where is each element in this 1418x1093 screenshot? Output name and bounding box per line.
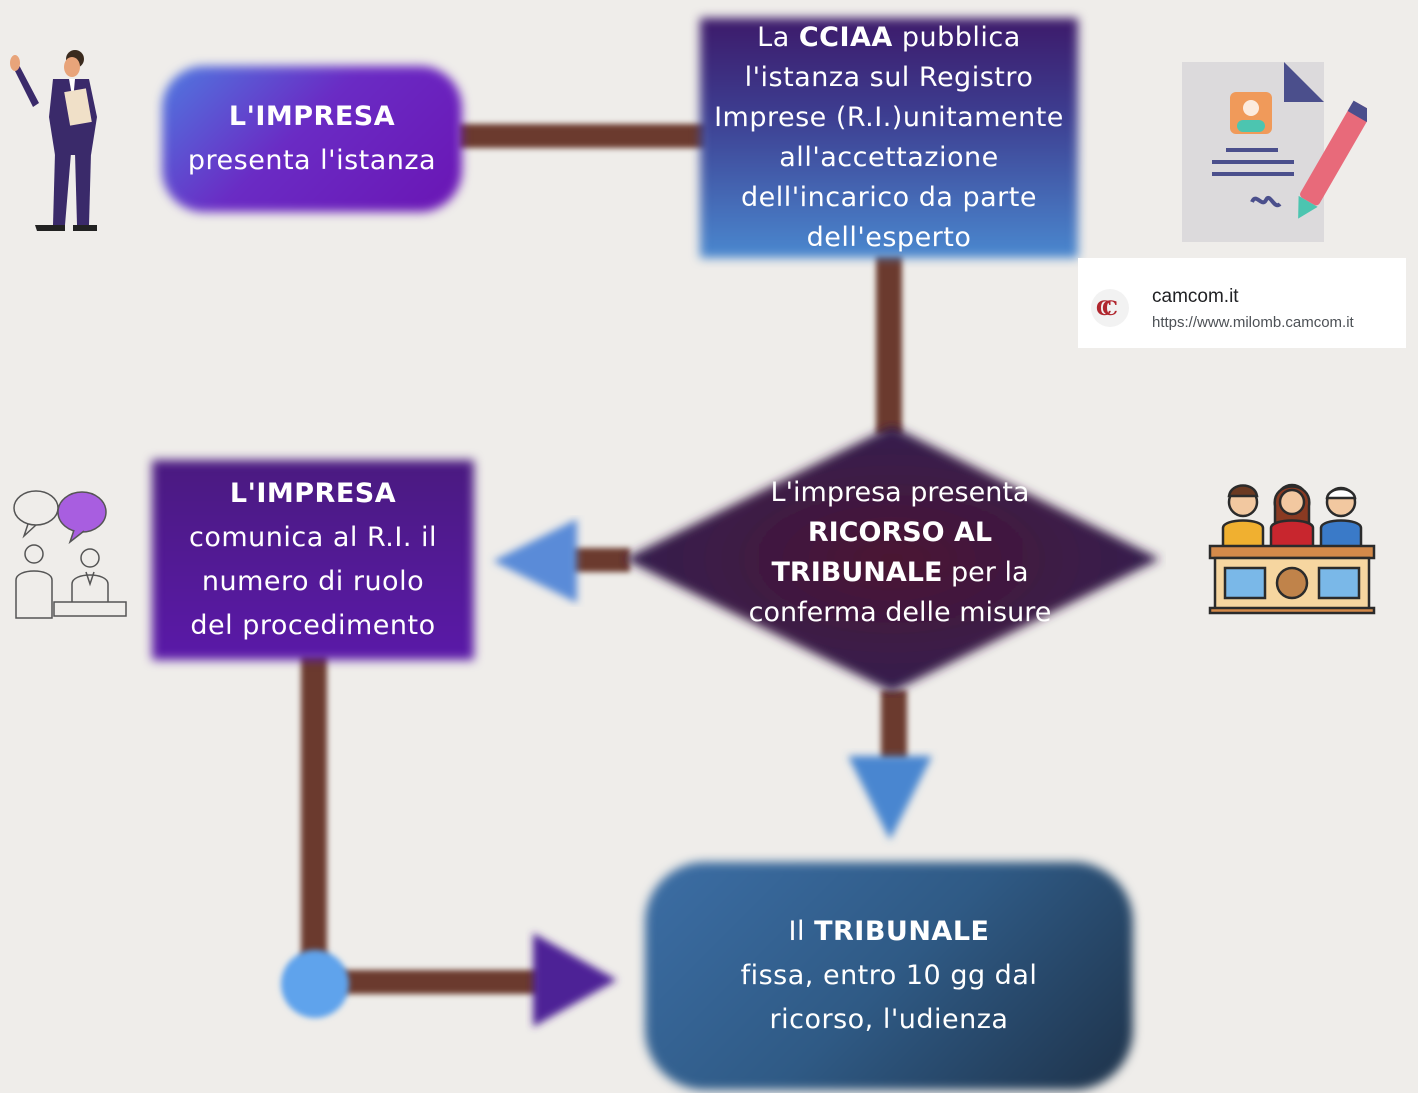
ricorso-line4: conferma delle misure xyxy=(748,597,1052,628)
connector-diamond-tribunale xyxy=(881,690,907,760)
connector-impresa-cciaa xyxy=(458,124,708,148)
source-site: camcom.it xyxy=(1152,286,1239,307)
tribunale-pre: Il xyxy=(788,916,815,947)
conversation-icon xyxy=(13,490,127,619)
cciaa-line: all'accettazione xyxy=(779,142,999,173)
source-url: https://www.milomb.camcom.it xyxy=(1152,314,1354,331)
tribunale-line: fissa, entro 10 gg dal xyxy=(740,960,1038,991)
ricorso-line3-bold: TRIBUNALE xyxy=(771,557,943,588)
cciaa-line: dell'incarico da parte xyxy=(741,182,1037,213)
svg-text:C: C xyxy=(1096,296,1112,320)
svg-text:C: C xyxy=(1102,296,1118,320)
source-card[interactable]: C C camcom.it https://www.milomb.camcom.… xyxy=(1078,258,1406,348)
connector-impresa-down xyxy=(301,655,327,985)
impresa-text: presenta l'istanza xyxy=(187,145,437,176)
tribunale-bold: TRIBUNALE xyxy=(814,916,990,947)
cciaa-line: dell'esperto xyxy=(806,222,972,253)
cciaa-line: Imprese (R.I.)unitamente xyxy=(714,102,1064,133)
tribunale-line: ricorso, l'udienza xyxy=(769,1004,1009,1035)
ricorso-line1: L'impresa presenta xyxy=(770,477,1030,508)
impresa2-line: numero di ruolo xyxy=(201,566,425,597)
businessman-presenting-icon xyxy=(10,50,97,231)
cciaa-line: La CCIAA pubblica xyxy=(757,22,1021,53)
ricorso-line3-rest: per la xyxy=(942,557,1029,588)
camcom-logo-icon: C C xyxy=(1091,289,1129,327)
step-ricorso: L'impresa presenta RICORSO AL TRIBUNALE … xyxy=(700,473,1100,633)
decision-diamond xyxy=(624,426,1160,692)
impresa-title: L'IMPRESA xyxy=(228,101,396,132)
junction-dot xyxy=(281,950,349,1018)
connector-diamond-impresa xyxy=(570,548,630,572)
step-impresa-presenta: L'IMPRESA presenta l'istanza xyxy=(162,66,462,212)
impresa2-title: L'IMPRESA xyxy=(229,478,397,509)
connector-dot-tribunale xyxy=(320,970,540,994)
connector-cciaa-diamond xyxy=(876,255,902,435)
arrow-left-icon xyxy=(493,519,577,603)
court-judges-icon xyxy=(1208,483,1376,615)
ricorso-line2: RICORSO AL xyxy=(807,517,993,548)
step-cciaa-pubblica: La CCIAA pubblica l'istanza sul Registro… xyxy=(700,18,1078,258)
step-tribunale-fissa: Il TRIBUNALE fissa, entro 10 gg dal rico… xyxy=(645,862,1133,1090)
arrow-right-icon xyxy=(533,933,617,1027)
impresa2-line: del procedimento xyxy=(190,610,436,641)
step-impresa-comunica: L'IMPRESA comunica al R.I. il numero di … xyxy=(152,460,474,660)
arrow-down-icon xyxy=(848,756,932,840)
impresa2-line: comunica al R.I. il xyxy=(188,522,437,553)
cciaa-line: l'istanza sul Registro xyxy=(744,62,1034,93)
signed-document-icon xyxy=(1182,62,1367,242)
